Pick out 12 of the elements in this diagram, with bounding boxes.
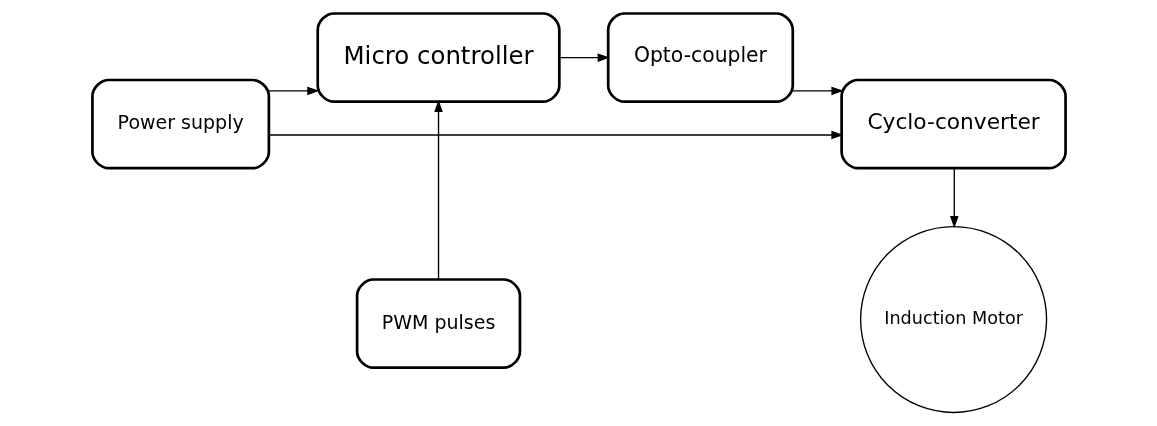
node-box: PWM pulses [355, 278, 521, 370]
arrow [949, 167, 959, 229]
arrow [267, 130, 844, 140]
arrow [433, 99, 443, 280]
node-box: Cyclo-converter [839, 78, 1067, 170]
arrow [791, 86, 844, 96]
arrow [267, 86, 319, 96]
node-box: Opto-coupler [606, 12, 794, 104]
arrow [558, 53, 610, 62]
node-box: Micro controller [315, 12, 561, 104]
node-box: Power supply [90, 78, 270, 170]
node-circle: Induction Motor [859, 225, 1047, 414]
